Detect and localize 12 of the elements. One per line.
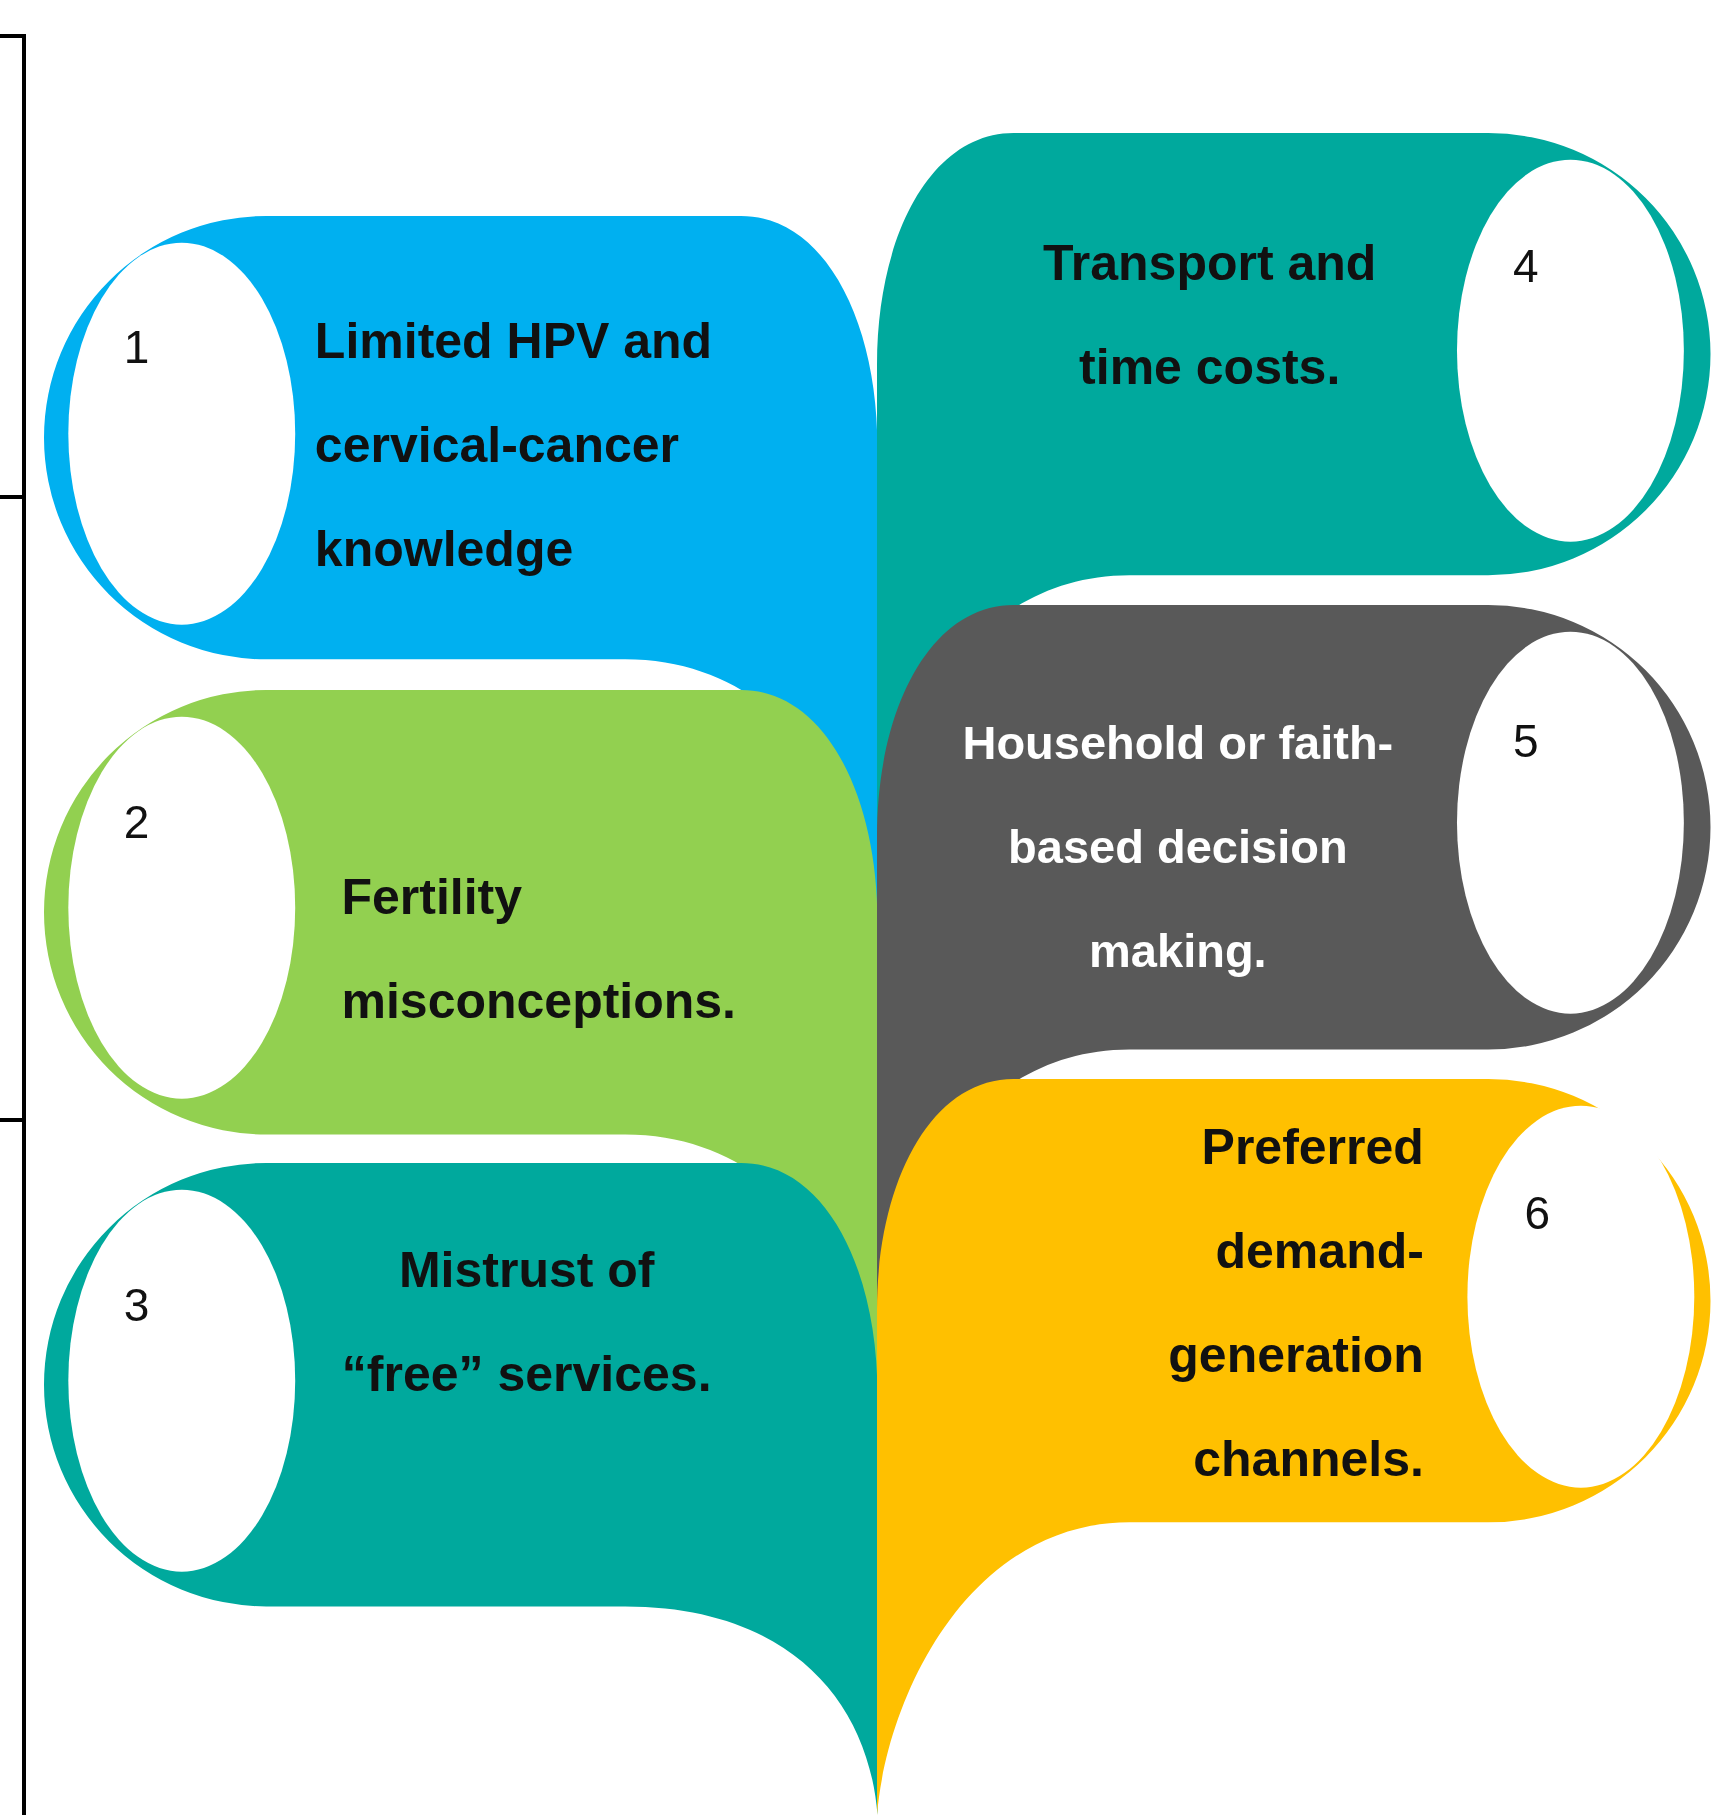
item-number: 3 <box>123 1281 150 1328</box>
item-number: 2 <box>123 798 150 845</box>
barrier-text: Transport and time costs. <box>1042 233 1378 397</box>
barrier-text: Household or faith-based decision making. <box>961 715 1395 980</box>
barrier-text: Preferred demand-generation channels. <box>1167 1118 1424 1490</box>
item-number: 5 <box>1512 717 1539 764</box>
item-number: 4 <box>1512 243 1539 290</box>
item-number: 6 <box>1524 1190 1551 1237</box>
item-number: 1 <box>123 324 150 371</box>
barrier-text: Mistrust of “free” services. <box>340 1240 713 1404</box>
barrier-text: Limited HPV and cervical-cancer knowledge <box>314 312 714 580</box>
barrier-text: Fertility misconceptions. <box>341 868 737 1032</box>
